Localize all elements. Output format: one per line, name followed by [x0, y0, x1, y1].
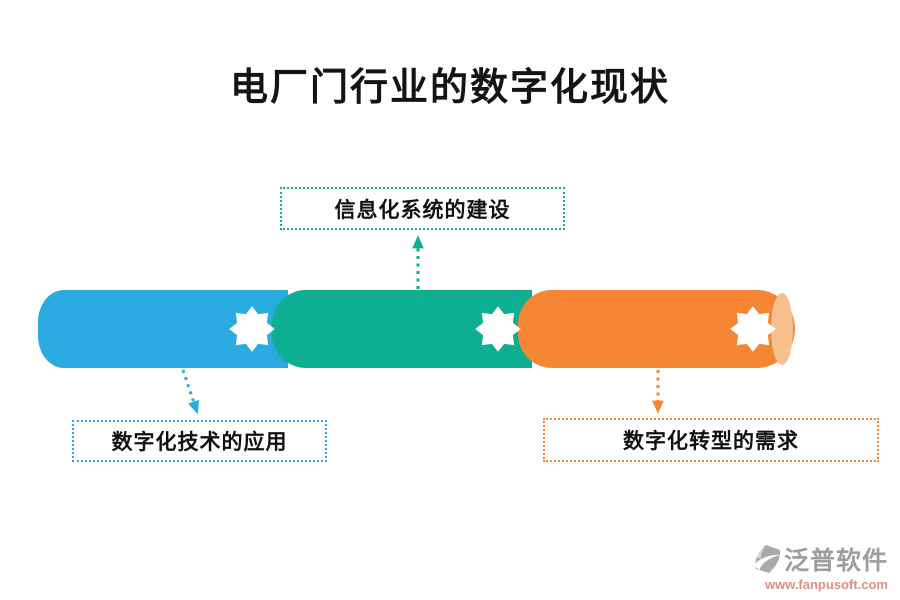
pipe-segment-teal: [272, 290, 532, 368]
callout-label: 信息化系统的建设: [334, 197, 511, 222]
callout-digital-transformation: 数字化转型的需求: [543, 418, 879, 462]
footer-brand: 泛普软件 www.fanpusoft.com: [752, 541, 888, 592]
pipe-segment-blue: [38, 290, 288, 368]
page-title: 电厂门行业的数字化现状: [229, 67, 670, 109]
callout-label: 数字化技术的应用: [111, 430, 288, 454]
callout-label: 数字化转型的需求: [623, 429, 799, 453]
brand-name: 泛普软件: [783, 548, 888, 575]
callout-information-system: 信息化系统的建设: [280, 187, 565, 230]
callout-digital-technology: 数字化技术的应用: [72, 420, 327, 462]
pipe-end-cap: [771, 293, 793, 365]
brand-url: www.fanpusoft.com: [764, 577, 888, 592]
pipe-segment-orange: [518, 290, 795, 368]
fanpu-logo-icon: [753, 545, 781, 573]
arrow-blue-down: [181, 369, 200, 415]
